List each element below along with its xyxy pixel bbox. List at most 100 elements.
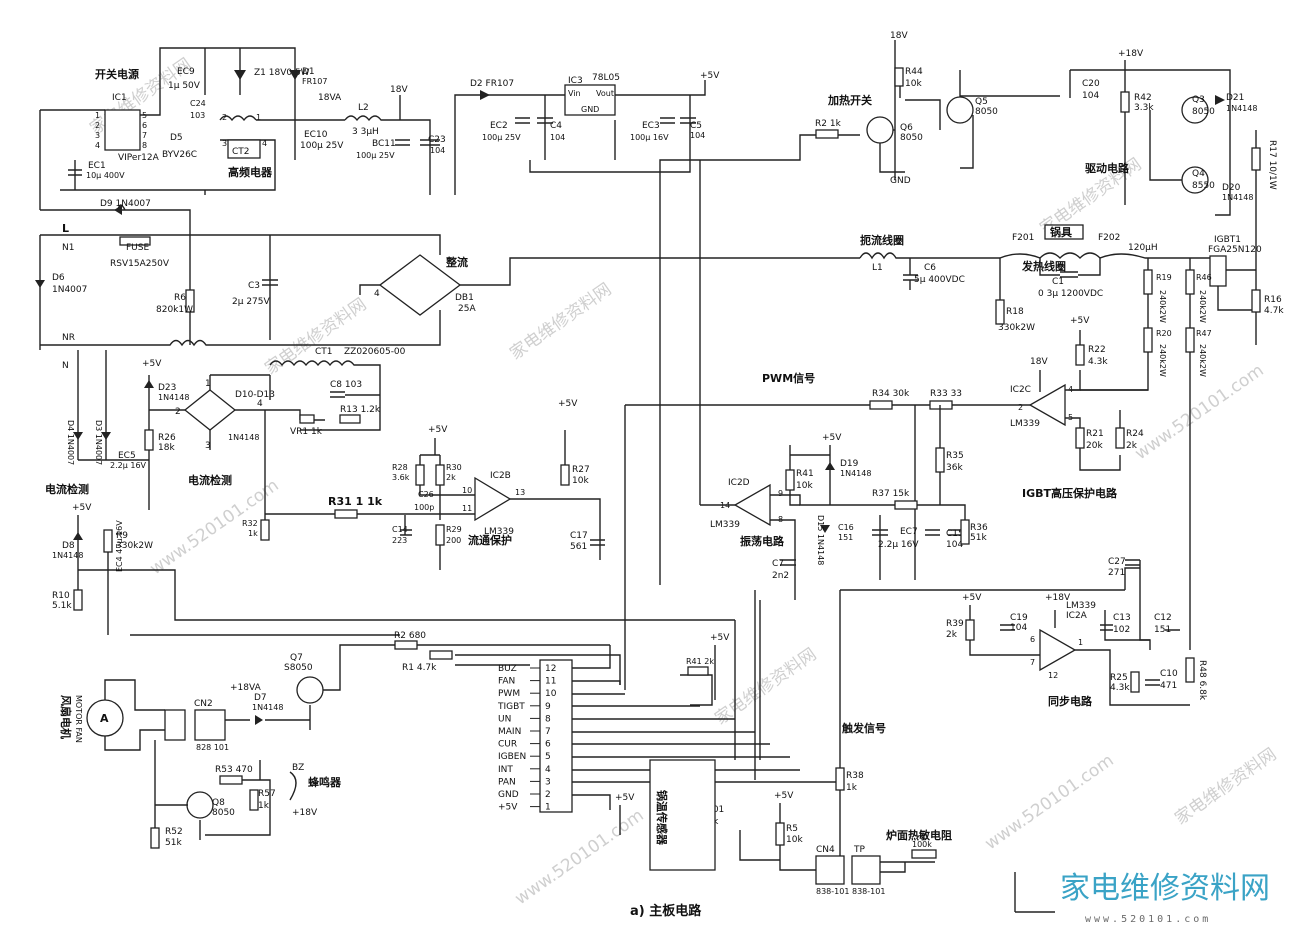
r32-label: R32 [242,519,258,528]
heating-title: 加热开关 [827,93,872,107]
r42-resistor [1120,91,1130,113]
c1-value: 0 3μ 1200VDC [1038,289,1103,299]
choke-title: 扼流线圈 [860,233,904,247]
r46-label: R46 [1196,273,1212,282]
d6-label: D6 [52,273,65,283]
v5-d23: +5V [142,359,162,369]
r25-value: 4.3k [1110,683,1130,693]
connector-pin-number: 6 [545,740,551,750]
d5-part: BYV26C [162,150,197,160]
svg-text:12: 12 [1048,671,1058,680]
l2-label: L2 [358,103,369,113]
watermark-9: www.520101.com [981,750,1117,854]
q6-label: Q6 [900,123,913,133]
r46-resistor [1185,269,1195,295]
igbt-protect-title: IGBT高压保护电路 [1022,486,1118,500]
ec5-label: EC5 [118,451,136,461]
ic2d-part: LM339 [710,520,740,530]
cn4-part: 838-101 [816,887,849,896]
q4-part: 8550 [1192,181,1215,191]
c3-value: 2μ 275V [232,297,270,307]
c15-value: 104 [946,540,963,550]
r27-resistor [560,464,570,486]
cookware-box [1044,224,1084,240]
r57-value: 1k [258,801,270,811]
q5-label: Q5 [975,97,988,107]
q5-part: 8050 [975,107,998,117]
c17-value: 561 [570,542,587,552]
cn4-label: CN4 [816,845,835,855]
q5-transistor [946,96,974,124]
r2-label: R2 1k [815,119,842,129]
connector-pin-number: 4 [545,765,551,775]
c12-label: C12 [1154,613,1172,623]
svg-text:10: 10 [462,486,472,495]
q3-label: Q3 [1192,95,1205,105]
ec3-value: 100μ 16V [630,133,669,142]
d1-part: FR107 [302,77,327,86]
r39-label: R39 [946,619,964,629]
connector-pin-name: TIGBT [497,702,525,712]
ec10-value: 100μ 25V [300,141,344,151]
r26-value: 18k [158,443,175,453]
connector-pin-number: 9 [545,702,551,712]
ic1-chip [104,109,141,151]
ic2b-opamp [474,476,512,522]
c4-label: C4 [550,121,562,131]
svg-text:4: 4 [262,139,267,148]
ec1-value: 10μ 400V [86,171,125,180]
surface-thermistor [911,849,937,859]
ec7-label: EC7 [900,527,918,537]
r6-label: R6 [174,293,186,303]
r41b-resistor [687,666,709,676]
v5-r22: +5V [1070,316,1090,326]
d8-label: D8 [62,541,75,551]
r26-label: R26 [158,433,176,443]
r42-value: 3.3k [1134,103,1154,113]
c17-label: C17 [570,531,588,541]
bz-label: BZ [292,763,304,773]
r28-value: 3.6k [392,473,410,482]
q8-transistor [186,791,214,819]
r34-label: R34 30k [872,389,910,399]
c5-label: C5 [690,121,702,131]
svg-text:11: 11 [462,504,472,513]
r44-value: 10k [905,79,922,89]
ec4-label: EC4 47μ 16V [115,520,124,572]
d19-diode [825,462,835,470]
svg-text:3: 3 [222,139,227,148]
watermark-3: 家电维修资料网 [506,279,615,364]
c7-label: C7 [772,559,784,569]
l-label: L [62,222,69,235]
svg-text:3: 3 [95,131,100,140]
q8-label: Q8 [212,798,225,808]
c19-label: C19 [1010,613,1028,623]
r27-value: 10k [572,476,589,486]
v18-q5: 18V [890,31,908,41]
current-detect: +5V D23 1N4148 D10-D13 1N4148 24 13 C8 1… [45,350,381,520]
svg-text:2: 2 [95,121,100,130]
c14-label: C14 [392,525,408,534]
q4-label: Q4 [1192,169,1205,179]
d6-diode [35,280,45,288]
ic1-label: IC1 [112,93,127,103]
ec10-label: EC10 [304,130,328,140]
v18va-fan: +18VA [230,683,262,693]
r47-resistor [1185,327,1195,353]
db1-label: DB1 [455,293,474,303]
logo-url: www.520101.com [1085,914,1211,925]
mains-section: D9 1N4007 L N1 FUSE RSV15A250V D6 1N4007… [35,199,1284,650]
buzzer-title: 蜂鸣器 [308,775,342,789]
r18-value: 330k2W [998,323,1035,333]
sync-title: 同步电路 [1048,694,1093,708]
d15-label: D15 1N4148 [816,515,825,565]
n1-label: N1 [62,243,74,253]
rectifier-title: 整流 [445,255,468,269]
connector-pin-number: 8 [545,714,551,724]
v18-drive: +18V [1118,49,1144,59]
watermark-8: www.520101.com [511,805,647,909]
r9-value: 330k2W [116,541,153,551]
svg-text:6: 6 [142,121,147,130]
